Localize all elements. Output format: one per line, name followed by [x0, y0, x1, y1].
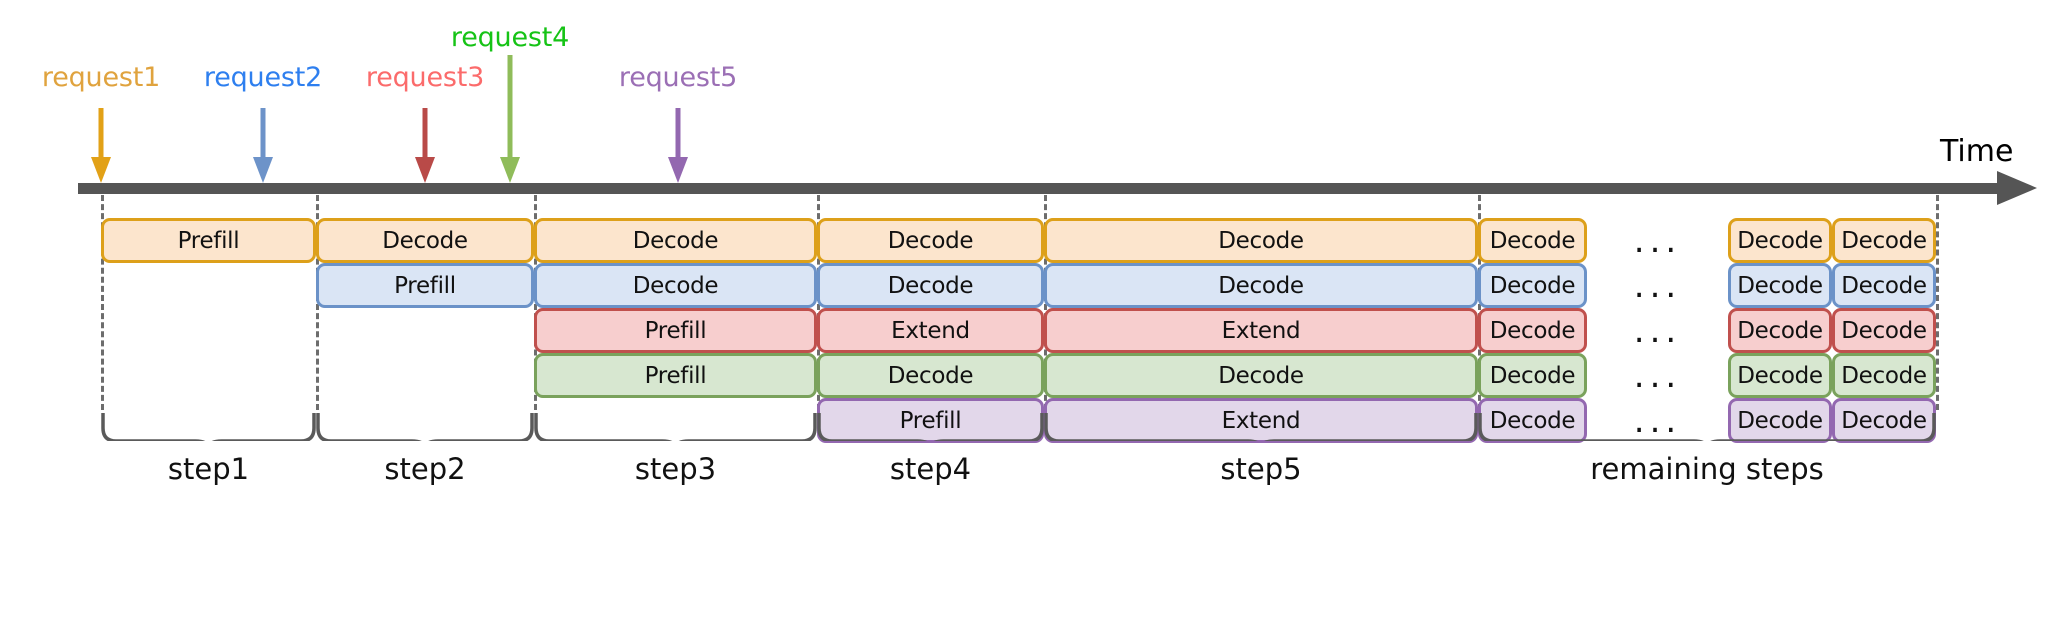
step-label-6: remaining steps [1590, 452, 1824, 486]
step-label-1: step1 [167, 452, 250, 486]
task-box-decode-r3-s7[interactable]: Decode [1832, 308, 1936, 353]
task-box-decode-r2-s7[interactable]: Decode [1728, 263, 1832, 308]
request-label-2: request2 [203, 62, 323, 93]
request-arrow-5 [664, 108, 692, 187]
task-box-decode-r4-s2[interactable]: Decode [817, 353, 1044, 398]
task-box-decode-r4-s6[interactable]: Decode [1728, 353, 1832, 398]
step-label-4: step4 [889, 452, 972, 486]
step-label-2: step2 [384, 452, 466, 486]
task-box-prefill-r3-s1[interactable]: Prefill [534, 308, 817, 353]
task-box-decode-r3-s6[interactable]: Decode [1728, 308, 1832, 353]
task-box-extend-r5-s2[interactable]: Extend [1044, 398, 1478, 443]
task-box-decode-r2-s8[interactable]: Decode [1832, 263, 1936, 308]
task-box-decode-r2-s4[interactable]: Decode [1044, 263, 1478, 308]
time-axis-arrowhead [1997, 171, 2037, 205]
step-brace-4 [817, 413, 1044, 441]
task-box-extend-r3-s3[interactable]: Extend [1044, 308, 1478, 353]
task-box-decode-r5-s6[interactable]: Decode [1832, 398, 1936, 443]
task-box-prefill-r1-s1[interactable]: Prefill [101, 218, 316, 263]
ellipsis-row-2: ... [1633, 265, 1682, 306]
step-brace-5 [1044, 413, 1478, 441]
task-box-decode-r1-s9[interactable]: Decode [1832, 218, 1936, 263]
task-box-prefill-r2-s1[interactable]: Prefill [316, 263, 534, 308]
task-box-extend-r3-s2[interactable]: Extend [817, 308, 1044, 353]
request-label-4: request4 [450, 22, 570, 53]
time-axis [78, 171, 2037, 205]
step-label-5: step5 [1220, 452, 1302, 486]
request-label-5: request5 [618, 62, 738, 93]
step-brace-2 [316, 413, 534, 441]
request-arrow-1 [87, 108, 115, 187]
time-axis-label: Time [1940, 134, 2014, 169]
request-arrow-4 [496, 55, 524, 187]
task-box-prefill-r5-s1[interactable]: Prefill [817, 398, 1044, 443]
step-brace-6 [1478, 413, 1936, 441]
task-box-decode-r2-s2[interactable]: Decode [534, 263, 817, 308]
task-box-decode-r4-s3[interactable]: Decode [1044, 353, 1478, 398]
step-brace-3 [534, 413, 817, 441]
task-box-prefill-r4-s1[interactable]: Prefill [534, 353, 817, 398]
request-label-3: request3 [365, 62, 485, 93]
task-box-decode-r5-s5[interactable]: Decode [1728, 398, 1832, 443]
task-box-decode-r1-s2[interactable]: Decode [316, 218, 534, 263]
task-box-decode-r1-s4[interactable]: Decode [817, 218, 1044, 263]
task-box-decode-r2-s3[interactable]: Decode [817, 263, 1044, 308]
step-separator-1 [101, 195, 104, 410]
request-label-1: request1 [41, 62, 161, 93]
task-box-decode-r4-s7[interactable]: Decode [1832, 353, 1936, 398]
task-box-decode-r1-s5[interactable]: Decode [1044, 218, 1478, 263]
time-axis-line [78, 183, 1998, 194]
ellipsis-row-3: ... [1633, 310, 1682, 351]
task-box-decode-r1-s3[interactable]: Decode [534, 218, 817, 263]
ellipsis-row-4: ... [1633, 355, 1682, 396]
task-box-decode-r1-s8[interactable]: Decode [1728, 218, 1832, 263]
ellipsis-row-5: ... [1633, 400, 1682, 441]
step-separator-7 [1936, 195, 1939, 410]
task-box-decode-r3-s4[interactable]: Decode [1478, 308, 1587, 353]
task-box-decode-r1-s6[interactable]: Decode [1478, 218, 1587, 263]
task-box-decode-r2-s5[interactable]: Decode [1478, 263, 1587, 308]
ellipsis-row-1: ... [1633, 220, 1682, 261]
step-brace-1 [101, 413, 316, 441]
request-arrow-3 [411, 108, 439, 187]
step-label-3: step3 [634, 452, 717, 486]
request-arrow-2 [249, 108, 277, 187]
task-box-decode-r4-s4[interactable]: Decode [1478, 353, 1587, 398]
